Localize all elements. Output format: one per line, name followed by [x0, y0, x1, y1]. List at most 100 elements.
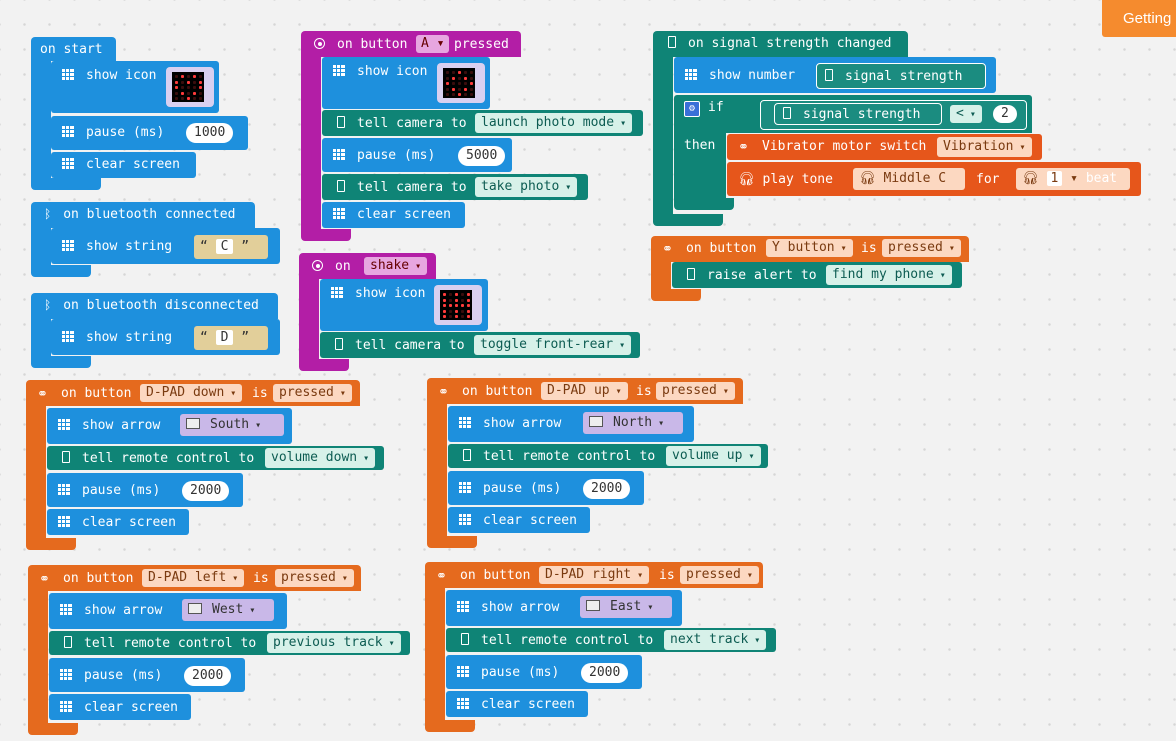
beat-picker[interactable]: 🎧︎1 ▾ beat [1016, 168, 1130, 190]
button-a-dropdown[interactable]: A ▾ [416, 35, 450, 53]
signal-strength-reporter[interactable]: signal strength [816, 63, 986, 89]
pause-value[interactable]: 2000 [583, 479, 631, 499]
led-grid-icon [459, 482, 471, 493]
gamepad-icon: ⚭ [738, 140, 749, 155]
gear-icon: ⚙ [684, 101, 700, 117]
button-dropdown[interactable]: D-PAD down [140, 384, 243, 402]
icon-picker[interactable] [434, 285, 482, 325]
event-dropdown[interactable]: pressed [680, 566, 759, 584]
camera-action-dropdown[interactable]: toggle front-rear [474, 335, 632, 355]
event-dropdown[interactable]: pressed [656, 382, 735, 400]
alert-dropdown[interactable]: find my phone [826, 265, 952, 285]
clear-screen-block[interactable] [47, 509, 189, 535]
phone-icon [668, 36, 676, 48]
clear-screen-block[interactable] [322, 202, 465, 228]
arrow-dropdown[interactable]: South [180, 414, 284, 436]
bluetooth-icon: ᛒ [44, 207, 52, 221]
image-icon [586, 600, 600, 611]
string-value[interactable]: “ C ” [194, 235, 268, 259]
led-grid-icon [58, 516, 70, 527]
led-grid-icon [457, 666, 469, 677]
led-grid-icon [60, 669, 72, 680]
on-start-label: on start [40, 42, 103, 57]
remote-command-dropdown[interactable]: volume down [265, 448, 376, 468]
led-grid-icon [333, 208, 345, 219]
compare-value[interactable]: 2 [993, 105, 1017, 123]
vibration-dropdown[interactable]: Vibration [937, 137, 1032, 157]
image-icon [186, 418, 200, 429]
phone-icon [64, 636, 72, 648]
led-grid-icon [685, 69, 697, 80]
phone-icon [337, 116, 345, 128]
led-grid-icon [333, 149, 345, 160]
image-icon [589, 416, 603, 427]
signal-strength-reporter[interactable]: signal strength [774, 103, 942, 125]
led-grid-icon [62, 158, 74, 169]
button-target-icon [314, 38, 325, 49]
operator-dropdown[interactable]: < [950, 105, 982, 123]
pause-value[interactable]: 2000 [184, 666, 232, 686]
clear-screen-block[interactable] [446, 691, 588, 717]
arrow-dropdown[interactable]: North [583, 412, 683, 434]
camera-action-dropdown[interactable]: take photo [475, 177, 578, 197]
phone-icon [337, 180, 345, 192]
note-picker[interactable]: 🎧︎Middle C [853, 168, 965, 190]
clear-screen-block[interactable] [49, 694, 191, 720]
button-dropdown[interactable]: D-PAD up [541, 382, 628, 400]
phone-icon [825, 69, 833, 81]
gamepad-icon: ⚭ [438, 385, 449, 400]
phone-icon [783, 107, 791, 119]
led-grid-icon [331, 287, 343, 298]
bluetooth-icon: ᛒ [44, 298, 52, 312]
pause-value[interactable]: 5000 [458, 146, 506, 166]
led-grid-icon [62, 69, 74, 80]
button-dropdown[interactable]: D-PAD right [539, 566, 650, 584]
remote-command-dropdown[interactable]: volume up [666, 446, 761, 466]
camera-action-dropdown[interactable]: launch photo mode [475, 113, 633, 133]
led-grid-icon [62, 240, 74, 251]
led-grid-icon [60, 604, 72, 615]
phone-icon [461, 633, 469, 645]
gamepad-icon: ⚭ [37, 387, 48, 402]
remote-command-dropdown[interactable]: previous track [267, 633, 401, 653]
clear-screen-block[interactable] [51, 152, 196, 178]
pause-value[interactable]: 2000 [581, 663, 629, 683]
button-dropdown[interactable]: Y button [766, 239, 853, 257]
button-target-icon [312, 260, 323, 271]
pause-value[interactable]: 1000 [186, 123, 234, 143]
led-grid-icon [457, 601, 469, 612]
led-grid-icon [58, 484, 70, 495]
led-grid-icon [459, 514, 471, 525]
image-icon [188, 603, 202, 614]
button-dropdown[interactable]: D-PAD left [142, 569, 245, 587]
clear-screen-block[interactable] [448, 507, 590, 533]
phone-icon [335, 338, 343, 350]
phone-icon [687, 268, 695, 280]
led-grid-icon [459, 417, 471, 428]
gamepad-icon: ⚭ [436, 569, 447, 584]
gamepad-icon: ⚭ [662, 242, 673, 257]
phone-icon [62, 451, 70, 463]
led-grid-icon [457, 698, 469, 709]
phone-icon [463, 449, 471, 461]
headphones-icon: 🎧︎ [738, 172, 755, 187]
string-value[interactable]: “ D ” [194, 326, 268, 350]
arrow-dropdown[interactable]: East [580, 596, 672, 618]
icon-picker[interactable] [166, 67, 214, 107]
gamepad-icon: ⚭ [39, 572, 50, 587]
pause-value[interactable]: 2000 [182, 481, 230, 501]
headphones-icon: 🎧︎ [859, 171, 876, 186]
event-dropdown[interactable]: pressed [273, 384, 352, 402]
event-dropdown[interactable]: pressed [882, 239, 961, 257]
event-dropdown[interactable]: pressed [275, 569, 354, 587]
arrow-dropdown[interactable]: West [182, 599, 274, 621]
gesture-dropdown[interactable]: shake [364, 257, 428, 275]
headphones-icon: 🎧︎ [1022, 171, 1039, 186]
led-grid-icon [60, 701, 72, 712]
led-grid-icon [62, 331, 74, 342]
led-grid-icon [62, 126, 74, 137]
getting-started-button[interactable]: Getting [1102, 0, 1176, 37]
icon-picker[interactable] [437, 63, 485, 103]
led-grid-icon [58, 419, 70, 430]
remote-command-dropdown[interactable]: next track [664, 630, 767, 650]
